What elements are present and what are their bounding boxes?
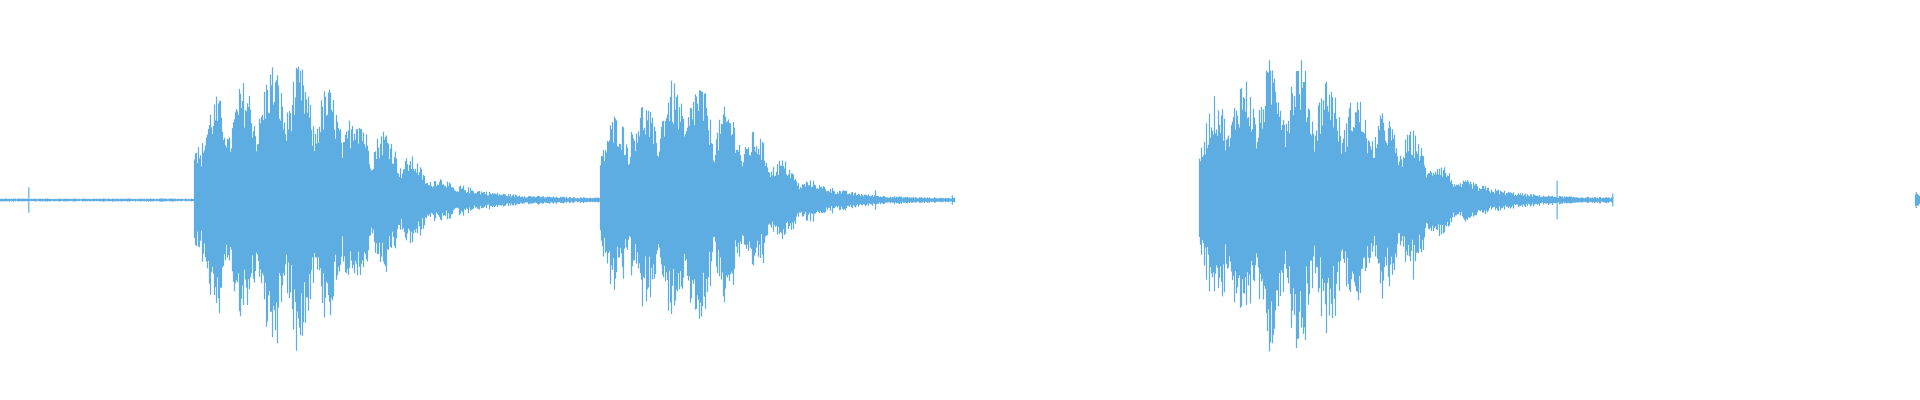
waveform-trace (0, 60, 1920, 352)
waveform-path (0, 60, 1920, 352)
